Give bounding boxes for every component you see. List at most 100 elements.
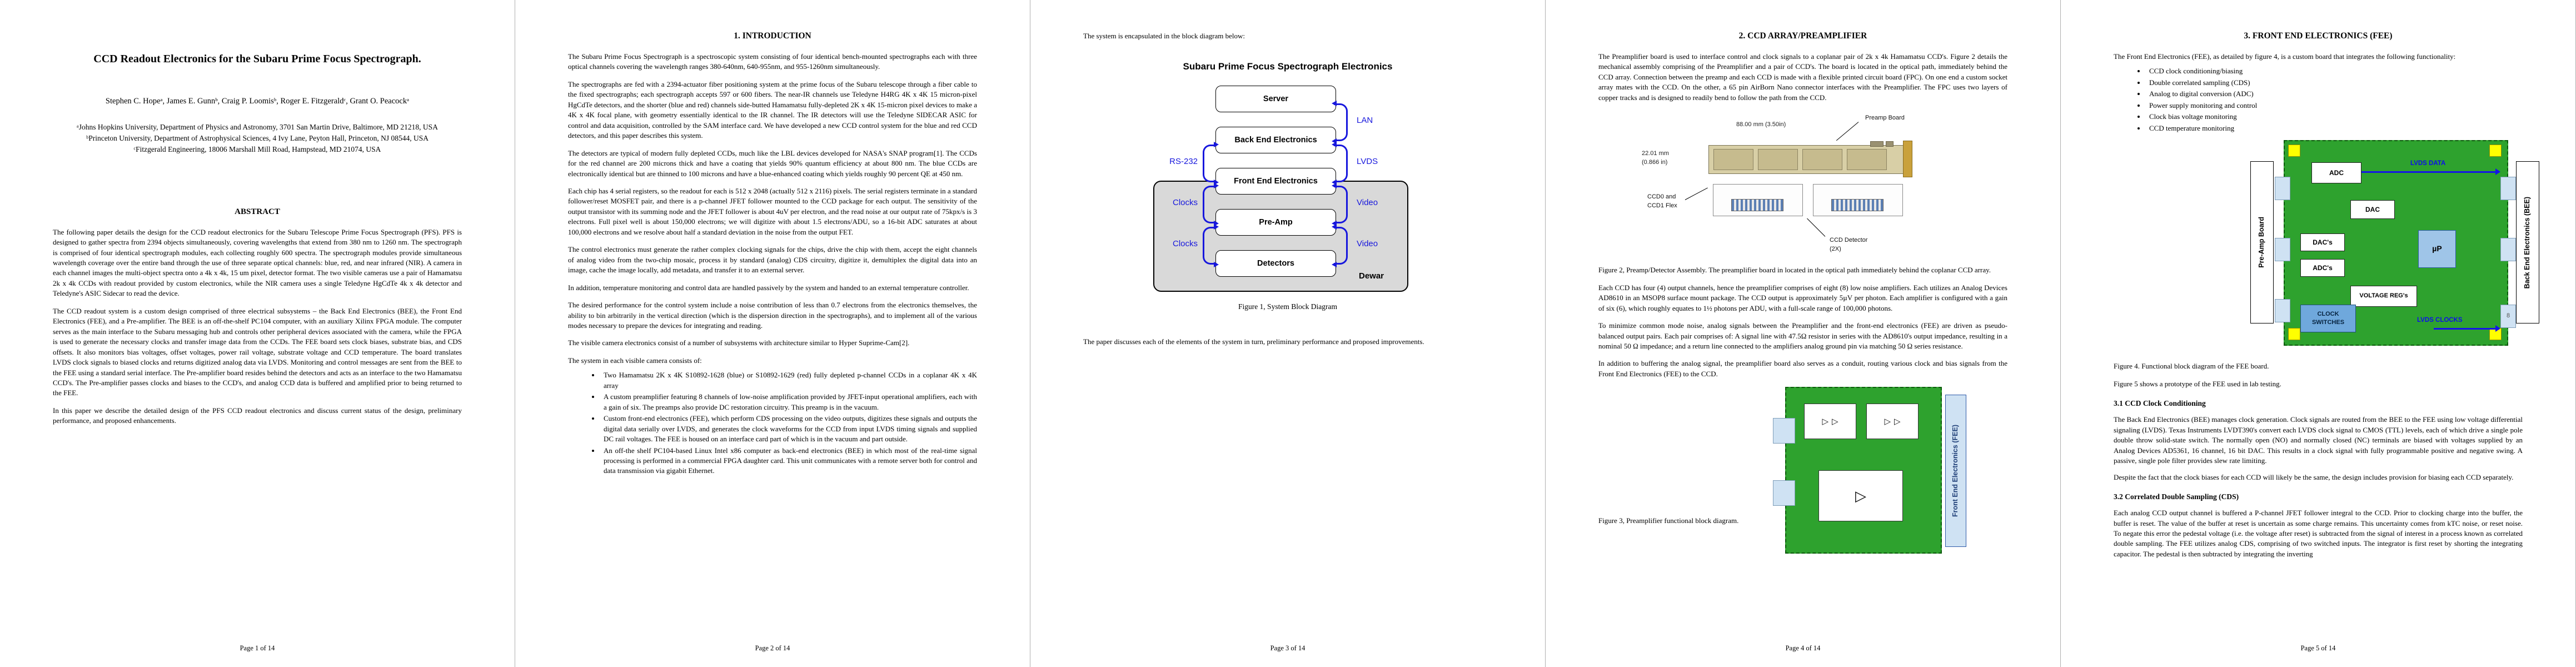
preamp-board-label: Preamp Board [1865,115,1905,122]
board-segment [1802,149,1842,171]
connector-box [2500,177,2516,201]
list-item: A custom preamplifier featuring 8 channe… [600,392,977,412]
link-label-video: Video [1357,239,1378,249]
connector-box [2500,238,2516,262]
abstract-paragraph: In this paper we describe the detailed d… [53,406,462,425]
abstract-paragraph: The following paper details the design f… [53,227,462,298]
authors-line: Stephen C. Hopeᵃ, James E. Gunnᵇ, Craig … [105,97,410,106]
dimension-left-label: 22.01 mm (0.866 in) [1642,150,1669,166]
body-paragraph: In addition, temperature monitoring and … [568,283,969,292]
figure-4-fee-diagram: Pre-Amp Board Back End Electronics (BEE)… [2250,140,2539,354]
body-paragraph: The Back End Electronics (BEE) manages c… [2114,415,2523,465]
microprocessor-block: µP [2418,230,2456,268]
figure-2-caption: Figure 2, Preamp/Detector Assembly. The … [1598,266,1991,275]
connector-arc-rs232 [1203,142,1219,186]
board-connector [1886,141,1894,147]
subsection-3-1-heading: 3.1 CCD Clock Conditioning [2114,399,2206,408]
list-item: Custom front-end electronics (FEE), whic… [600,414,977,444]
abstract-paragraph: The CCD readout system is a custom desig… [53,306,462,397]
figure-3-caption: Figure 3, Preamplifier functional block … [1598,516,1739,525]
link-label-clocks: Clocks [1172,239,1198,249]
page-4: 2. CCD ARRAY/PREAMPLIFIER The Preamplifi… [1546,0,2061,667]
connector-box [1773,480,1795,506]
body-paragraph: The system in each visible camera consis… [568,356,702,365]
body-paragraph: To minimize common mode noise, analog si… [1598,321,2007,350]
connector-box [1773,418,1795,444]
body-paragraph: Each chip has 4 serial registers, so the… [568,186,977,236]
camera-system-list: Two Hamamatsu 2K x 4K S10892-1628 (blue)… [568,370,977,476]
mount-pad [2288,328,2300,341]
body-paragraph: Figure 5 shows a prototype of the FEE us… [2114,379,2281,388]
preamp-side-label: Pre-Amp Board [2258,217,2266,268]
body-paragraph: Despite the fact that the clock biases f… [2114,472,2514,481]
block-server: Server [1215,86,1336,113]
opamp-triangle-icon: ▷ [1855,487,1866,504]
subsection-3-2-heading: 3.2 Correlated Double Sampling (CDS) [2114,492,2239,501]
connector-arc-clocks-2 [1203,224,1219,268]
opamp-triangle-icon: ▷ [1832,416,1838,426]
affiliation-c: ᶜFitzgerald Engineering, 18006 Marshall … [133,145,381,154]
body-paragraph: The visible camera electronics consist o… [568,339,910,347]
link-label-lan: LAN [1357,116,1373,126]
connector-box [2275,238,2290,262]
board-segment [1758,149,1798,171]
amplifier-block: ▷ [1818,470,1903,522]
lvds-clocks-arrow [2434,325,2500,332]
ccd-detector-label: CCD Detector (2X) [1830,237,1868,252]
link-label-lvds: LVDS [1357,157,1378,167]
board-segment [1713,149,1753,171]
body-paragraph: Each analog CCD output channel is buffer… [2114,509,2523,558]
bee-side-bar: Back End Electronics (BEE) [2516,161,2539,324]
lvds-data-label: LVDS DATA [2410,160,2446,167]
preamp-side-bar: Pre-Amp Board [2250,161,2274,324]
bee-side-label: Back End Electronics (BEE) [2523,196,2532,288]
page-number: Page 4 of 14 [1785,644,1821,653]
pin-array [1831,199,1884,212]
body-paragraph: The Front End Electronics (FEE), as deta… [2114,52,2456,61]
fee-interface-bar: Front End Electronics (FEE) [1945,395,1966,547]
connector-box [2275,299,2290,323]
page-1: CCD Readout Electronics for the Subaru P… [0,0,515,667]
diagram-title: Subaru Prime Focus Spectrograph Electron… [1183,61,1393,72]
link-label-video: Video [1357,198,1378,208]
page-2: 1. INTRODUCTION The Subaru Prime Focus S… [515,0,1030,667]
dimension-top-label: 88.00 mm (3.50in) [1736,121,1786,128]
mount-pad [2288,145,2300,157]
dac-block: DAC [2350,200,2395,220]
connector-arc-video-1 [1332,183,1348,227]
ccd-package-drawing [1813,184,1903,217]
paper-title: CCD Readout Electronics for the Subaru P… [93,53,421,65]
opamp-triangle-icon: ▷ [1884,416,1891,426]
amplifier-block: ▷ ▷ [1866,404,1919,440]
connector-box-8: 8 [2500,305,2516,328]
link-label-rs232: RS-232 [1169,157,1198,167]
dewar-label: Dewar [1359,271,1384,281]
section-heading-introduction: 1. INTRODUCTION [734,31,811,41]
connector-arc-clocks-1 [1203,183,1219,227]
list-item: Double correlated sampling (CDS) [2146,78,2523,88]
figure-2-preamp-detector-assembly: 88.00 mm (3.50in) 22.01 mm (0.866 in) Pr… [1625,111,1981,260]
list-item: Analog to digital conversion (ADC) [2146,89,2523,99]
section-heading-front-end-electronics: 3. FRONT END ELECTRONICS (FEE) [2244,31,2393,41]
link-label-clocks: Clocks [1172,198,1198,208]
figure-4-block: Pre-Amp Board Back End Electronics (BEE)… [2114,140,2539,358]
body-paragraph: The system is encapsulated in the block … [1083,32,1245,40]
list-item: Two Hamamatsu 2K x 4K S10892-1628 (blue)… [600,370,977,391]
affiliation-b: ᵇPrinceton University, Department of Ast… [86,133,428,142]
connector-arc-lan [1332,101,1348,145]
page-5: 3. FRONT END ELECTRONICS (FEE) The Front… [2061,0,2576,667]
board-connector [1870,141,1884,147]
amplifier-block: ▷ ▷ [1804,404,1856,440]
affiliation-a: ᵃJohns Hopkins University, Department of… [77,122,438,131]
leader-line [1685,187,1708,201]
list-item: CCD clock conditioning/biasing [2146,66,2523,76]
fee-bar-label: Front End Electronics (FEE) [1951,425,1960,517]
opamp-triangle-icon: ▷ [1822,416,1828,426]
body-paragraph: The spectrographs are fed with a 2394-ac… [568,79,977,140]
opamp-triangle-icon: ▷ [1894,416,1901,426]
leader-line [1807,218,1826,237]
adcs-block: ADC's [2300,259,2345,277]
connector-box [2275,177,2290,201]
list-item: CCD temperature monitoring [2146,123,2523,133]
body-paragraph: The detectors are typical of modern full… [568,148,977,178]
